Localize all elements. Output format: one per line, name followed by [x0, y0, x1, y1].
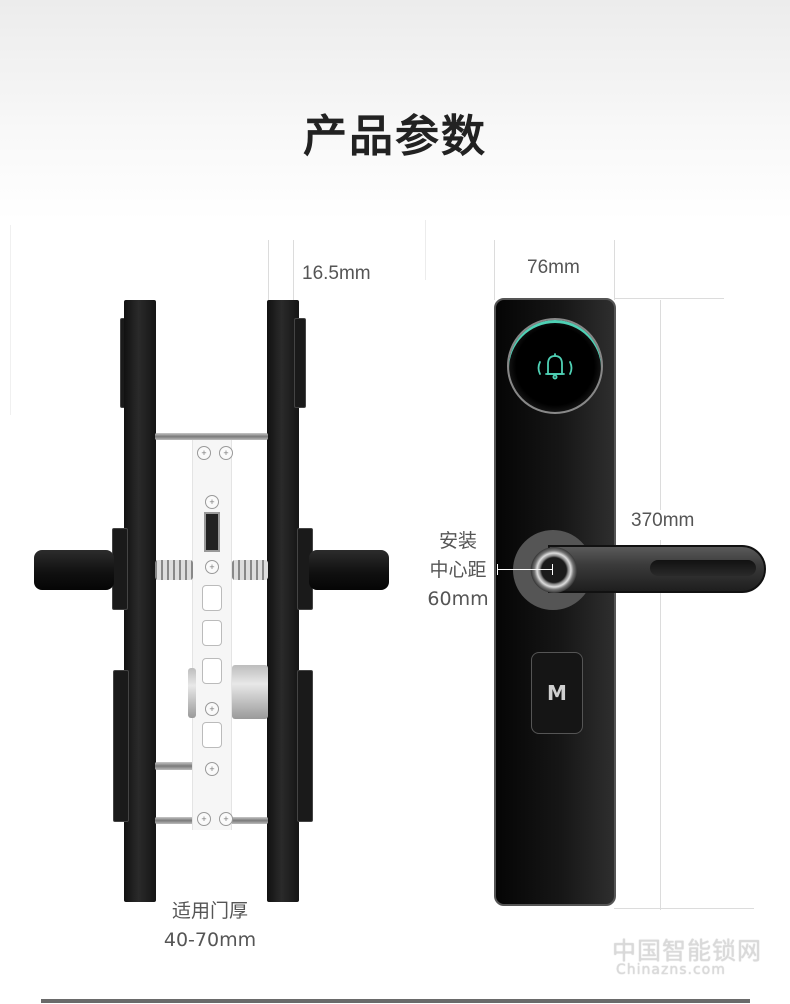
bottom-divider	[41, 999, 750, 1003]
center-distance-label: 安装 中心距 60mm	[418, 527, 498, 614]
right-panel-cap-top	[294, 318, 306, 408]
spring-right	[232, 560, 268, 580]
center-distance-line1: 安装	[438, 530, 477, 552]
spring-left	[155, 560, 193, 580]
guide-line	[614, 240, 615, 300]
center-distance-tick	[552, 564, 553, 575]
page-title: 产品参数	[303, 111, 487, 162]
key-cylinder	[531, 547, 577, 593]
guide-line	[614, 908, 754, 909]
center-distance-line3: 60mm	[427, 588, 489, 610]
connecting-rod-mid	[155, 762, 195, 770]
center-distance-tick	[497, 564, 498, 575]
latch-bolt	[204, 512, 220, 552]
mortise-slot	[202, 585, 222, 611]
screw-icon: +	[219, 446, 233, 460]
guide-line	[10, 225, 11, 415]
screw-icon: +	[205, 762, 219, 776]
guide-line	[494, 240, 495, 300]
screw-icon: +	[197, 812, 211, 826]
cylinder-cam	[188, 668, 196, 718]
left-panel	[124, 300, 156, 902]
mortise-slot	[202, 620, 222, 646]
mi-logo-icon: M	[547, 681, 567, 705]
door-thickness-label: 适用门厚 40-70mm	[140, 897, 280, 955]
door-thickness-line1: 适用门厚	[171, 900, 248, 922]
watermark-line2: Chinazns.com	[616, 962, 726, 978]
center-distance-line2: 中心距	[429, 559, 487, 581]
screw-icon: +	[205, 560, 219, 574]
screw-icon: +	[205, 702, 219, 716]
mortise-slot	[202, 658, 222, 684]
screw-icon: +	[205, 495, 219, 509]
right-panel	[267, 300, 299, 902]
screw-icon: +	[219, 812, 233, 826]
connecting-rod-top	[155, 433, 268, 440]
fingerprint-sensor-pad: M	[531, 652, 583, 734]
width-label: 76mm	[527, 257, 580, 278]
guide-line	[425, 220, 426, 280]
left-panel-cap-bottom	[113, 670, 129, 822]
height-label: 370mm	[631, 510, 695, 531]
mortise-slot	[202, 722, 222, 748]
left-rosette	[112, 528, 128, 610]
right-panel-cap-bottom	[297, 670, 313, 822]
lock-cylinder	[232, 665, 268, 719]
guide-line	[268, 240, 269, 300]
doorbell-button	[507, 318, 603, 414]
guide-line	[293, 240, 294, 300]
screw-icon: +	[197, 446, 211, 460]
watermark-line1: 中国智能锁网	[612, 937, 762, 965]
center-distance-marker	[497, 569, 552, 570]
handle-groove	[650, 560, 756, 576]
thickness-label: 16.5mm	[302, 263, 371, 284]
right-handle-knob	[309, 550, 389, 590]
height-guide-line	[660, 300, 661, 510]
left-handle-knob	[34, 550, 114, 590]
bell-icon	[537, 353, 573, 380]
door-thickness-line2: 40-70mm	[163, 929, 257, 951]
guide-line	[614, 298, 724, 299]
height-guide-line	[660, 540, 661, 910]
